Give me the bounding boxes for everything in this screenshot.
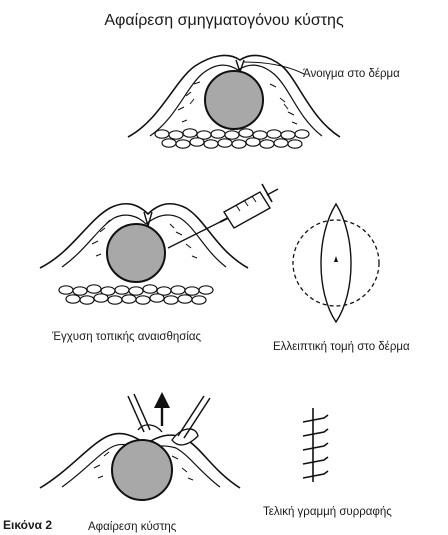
dermis-hatching: [91, 219, 198, 259]
label-elliptical-incision: Ελλειπτική τομή στο δέρμα: [273, 341, 410, 353]
figure-title: Αφαίρεση σμηγματογόνου κύστης: [104, 12, 344, 29]
skin-line-inner: [61, 214, 227, 268]
suture-stitches: [302, 414, 329, 479]
syringe-icon: [167, 183, 279, 249]
subcutaneous-fat: [154, 128, 310, 149]
dermis-hatching: [93, 451, 194, 481]
cyst-outline-dashed: [292, 219, 380, 307]
skin-pore-mark: [334, 256, 338, 262]
skin-line-outer: [39, 202, 249, 269]
label-final-suture: Τελική γραμμή συρραφής: [263, 506, 392, 518]
panel-cyst-opening: [127, 54, 341, 149]
sebaceous-cyst: [106, 223, 166, 283]
pointer-line-opening: [242, 61, 305, 75]
skin-line-outer: [127, 54, 341, 138]
forceps-icon: [127, 393, 211, 439]
panel-final-suture: [302, 408, 329, 482]
sebaceous-cyst: [204, 70, 264, 130]
arrow-up-icon: [154, 392, 170, 426]
panel-elliptical-incision: [292, 202, 380, 324]
elliptical-incision-line: [320, 202, 352, 324]
label-cyst-removal: Αφαίρεση κύστης: [88, 521, 177, 533]
subcutaneous-fat: [58, 284, 214, 305]
panel-anesthesia: [39, 183, 279, 305]
panel-cyst-removal: [39, 392, 241, 501]
dermis-hatching: [177, 81, 298, 125]
figure-number: Εικόνα 2: [3, 518, 53, 532]
sebaceous-cyst: [111, 439, 173, 501]
skin-line-inner: [149, 64, 323, 137]
label-local-anesthesia: Έγχυση τοπικής αναισθησίας: [52, 331, 202, 343]
label-skin-opening: Άνοιγμα στο δέρμα: [303, 68, 400, 80]
skin-flap: [137, 424, 163, 433]
